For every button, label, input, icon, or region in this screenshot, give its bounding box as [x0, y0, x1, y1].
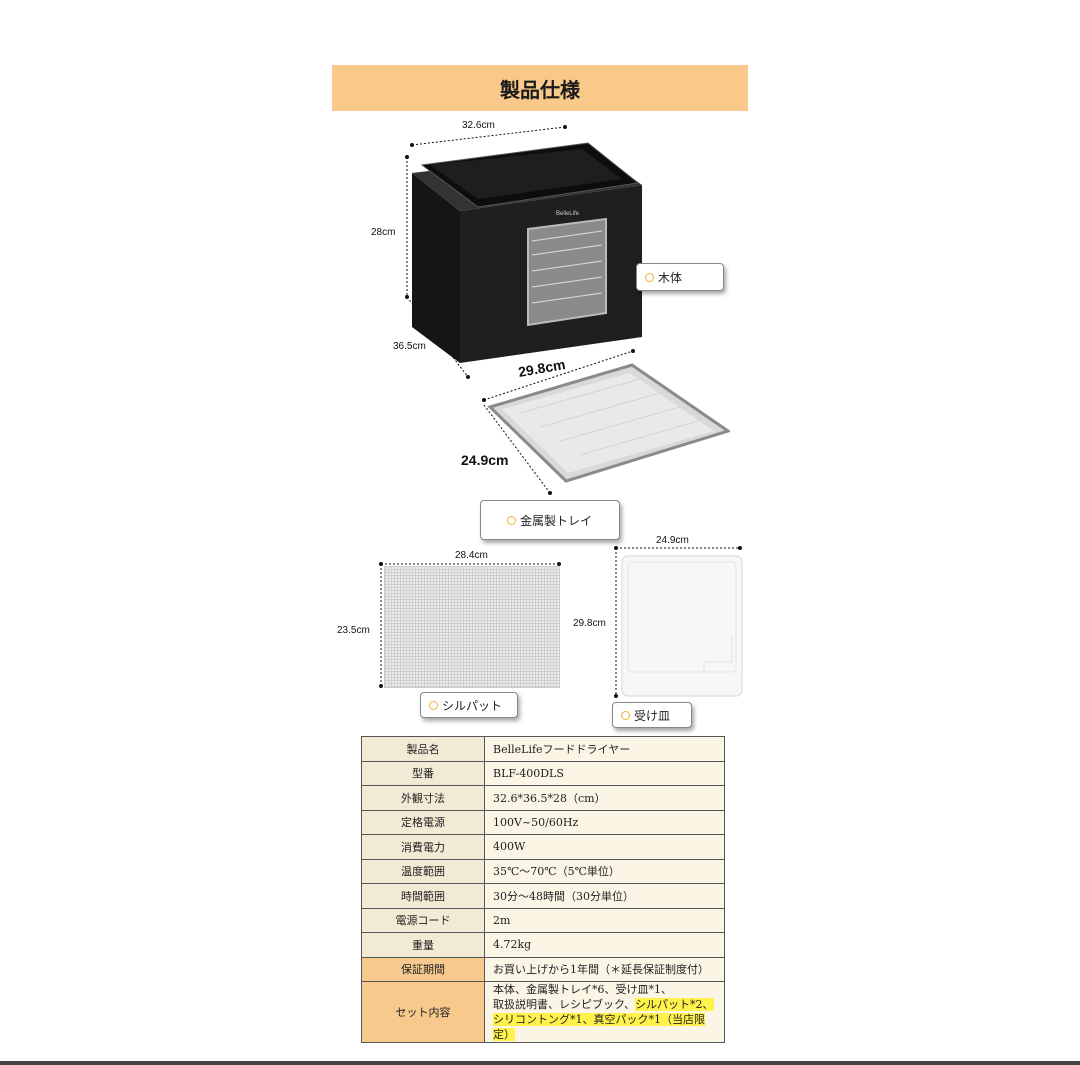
spec-value: 400W	[484, 834, 725, 860]
spec-key: 外観寸法	[361, 785, 485, 811]
dim-plate-height: 29.8cm	[573, 618, 606, 629]
metal-tray-illustration	[482, 349, 730, 495]
dim-mat-width: 28.4cm	[455, 550, 488, 561]
dim-plate-width: 24.9cm	[656, 535, 689, 546]
callout-tray: 金属製トレイ	[480, 500, 620, 540]
spec-value: 30分～48時間（30分単位）	[484, 883, 725, 909]
spec-key: 製品名	[361, 736, 485, 762]
silicone-mat-image	[384, 566, 560, 688]
spec-key: 保証期間	[361, 956, 485, 982]
mat-dimension-lines	[379, 562, 561, 688]
dim-mat-height: 23.5cm	[337, 625, 370, 636]
table-row: 保証期間お買い上げから1年間（＊延長保証制度付）	[361, 956, 725, 982]
callout-body: 木体	[636, 263, 724, 291]
spec-value: BLF-400DLS	[484, 760, 725, 786]
spec-key: 消費電力	[361, 834, 485, 860]
set-line-2: 取扱説明書、レシピブック、シルパット*2、	[493, 997, 716, 1012]
page-title: 製品仕様	[332, 65, 748, 111]
callout-body-label: 木体	[658, 270, 683, 285]
spec-value: お買い上げから1年間（＊延長保証制度付）	[484, 956, 725, 982]
dim-body-depth: 36.5cm	[393, 341, 426, 352]
spec-value: 32.6*36.5*28（cm）	[484, 785, 725, 811]
callout-plate-label: 受け皿	[634, 708, 671, 723]
callout-tray-label: 金属製トレイ	[520, 513, 593, 528]
set-line-2a: 取扱説明書、レシピブック、	[493, 998, 636, 1011]
set-line-3-text: シリコントング*1、真空パック*1（当店限定）	[493, 1013, 705, 1041]
dim-body-width: 32.6cm	[462, 120, 495, 131]
footer-divider	[0, 1061, 1080, 1065]
spec-key: 重量	[361, 932, 485, 958]
ring-icon	[621, 710, 630, 720]
dim-body-height: 28cm	[371, 227, 396, 238]
dim-tray-depth: 24.9cm	[461, 452, 509, 468]
ring-icon	[429, 700, 438, 710]
spec-value: 100V~50/60Hz	[484, 809, 725, 835]
spec-value: 4.72kg	[484, 932, 725, 958]
table-row: セット内容 本体、金属製トレイ*6、受け皿*1、 取扱説明書、レシピブック、シル…	[361, 981, 725, 1043]
spec-key: 電源コード	[361, 907, 485, 933]
spec-key: 温度範囲	[361, 858, 485, 884]
spec-key: 時間範囲	[361, 883, 485, 909]
set-line-2b: シルパット*2、	[635, 998, 714, 1011]
callout-plate: 受け皿	[612, 702, 692, 728]
spec-key: 定格電源	[361, 809, 485, 835]
ring-icon	[645, 272, 654, 282]
spec-value: BelleLifeフードドライヤー	[484, 736, 725, 762]
spec-value: 35℃～70℃（5℃単位）	[484, 858, 725, 884]
dryer-illustration: BelleLife	[405, 125, 642, 379]
callout-mat: シルパット	[420, 692, 518, 718]
drip-plate-illustration	[614, 546, 743, 698]
set-line-1: 本体、金属製トレイ*6、受け皿*1、	[493, 983, 672, 996]
spec-key: 型番	[361, 760, 485, 786]
spec-value-set-contents: 本体、金属製トレイ*6、受け皿*1、 取扱説明書、レシピブック、シルパット*2、…	[484, 981, 725, 1043]
ring-icon	[507, 515, 516, 525]
callout-mat-label: シルパット	[442, 698, 503, 713]
spec-value: 2m	[484, 907, 725, 933]
brand-label: BelleLife	[556, 211, 580, 217]
spec-key: セット内容	[361, 981, 485, 1043]
set-line-3: シリコントング*1、真空パック*1（当店限定）	[493, 1012, 716, 1042]
